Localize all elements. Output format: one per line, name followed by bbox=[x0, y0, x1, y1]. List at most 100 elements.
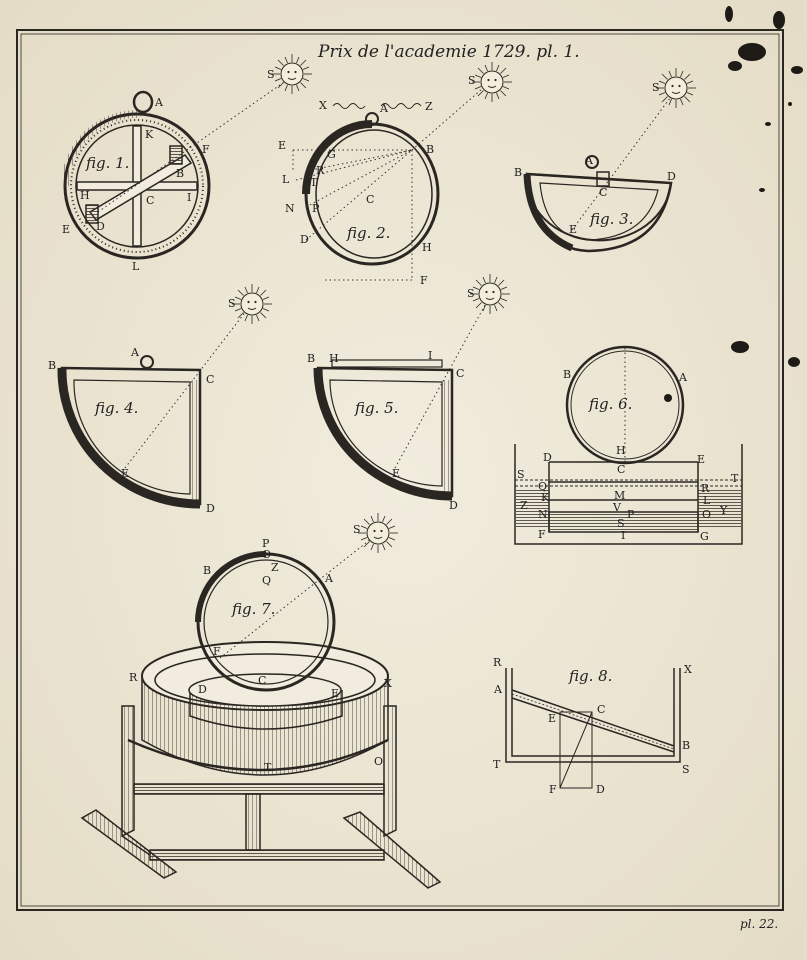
fig1-label-I: I bbox=[187, 191, 191, 204]
plate-title: Prix de l'academie 1729. pl. 1. bbox=[317, 42, 580, 62]
fig3-caption: fig. 3. bbox=[589, 210, 633, 228]
fig6-label-R: R bbox=[701, 482, 710, 495]
fig2-label-F: F bbox=[420, 274, 428, 287]
fig7-label-Z: Z bbox=[271, 561, 279, 574]
fig6-label-C: C bbox=[617, 463, 625, 476]
fig2-label-G: G bbox=[327, 148, 336, 161]
fig7-label-O: O bbox=[262, 548, 271, 561]
fig1-label-L: L bbox=[132, 260, 140, 273]
fig2-ring-instrument: S X A Z E G B L R T C N P D H F fig. 2. bbox=[278, 61, 513, 287]
fig2-label-C: C bbox=[366, 193, 374, 206]
fig2-label-A: A bbox=[379, 102, 389, 115]
fig6-label-F: F bbox=[538, 528, 546, 541]
fig2-label-X: X bbox=[319, 99, 327, 112]
fig3-label-E: E bbox=[569, 223, 577, 236]
fig2-label-H: H bbox=[422, 241, 432, 254]
fig4-label-D: D bbox=[206, 502, 215, 515]
fig3-label-S: S bbox=[652, 81, 660, 94]
fig1-cross-bars bbox=[76, 125, 198, 247]
fig6-label-P: P bbox=[627, 508, 635, 521]
fig4-quadrant-instrument: S A B C E D fig. 4. bbox=[48, 283, 273, 515]
fig4-sun-icon bbox=[231, 283, 273, 325]
fig2-suspension-ring bbox=[365, 112, 379, 126]
fig4-label-B: B bbox=[48, 359, 56, 372]
fig8-label-R: R bbox=[493, 656, 502, 669]
fig8-label-A: A bbox=[493, 683, 503, 696]
fig5-caption: fig. 5. bbox=[354, 399, 398, 417]
fig2-label-B: B bbox=[426, 143, 434, 156]
fig3-label-D: D bbox=[667, 170, 676, 183]
fig6-label-K: K bbox=[541, 491, 550, 504]
fig2-label-R: R bbox=[316, 164, 325, 177]
fig1-label-C: C bbox=[146, 194, 154, 207]
fig2-label-S: S bbox=[468, 74, 476, 87]
fig2-label-L: L bbox=[282, 173, 290, 186]
fig3-label-C: C bbox=[599, 186, 607, 199]
fig1-label-F: F bbox=[202, 143, 210, 156]
fig8-caption: fig. 8. bbox=[568, 667, 612, 685]
fig4-label-C: C bbox=[206, 373, 214, 386]
fig8-label-E: E bbox=[548, 712, 556, 725]
fig1-suspension-ring bbox=[132, 90, 154, 114]
fig7-label-A: A bbox=[324, 572, 334, 585]
fig7-label-X: X bbox=[384, 677, 392, 690]
fig5-label-S: S bbox=[467, 287, 475, 300]
fig5-sun-icon bbox=[469, 273, 511, 315]
fig5-quadrant-instrument: S B H I C E D fig. 5. bbox=[307, 273, 511, 512]
fig7-label-Q: Q bbox=[262, 574, 271, 587]
fig6-label-S: S bbox=[517, 468, 525, 481]
fig6-label-H: H bbox=[616, 444, 626, 457]
fig5-label-I: I bbox=[428, 349, 432, 362]
fig5-label-C: C bbox=[456, 367, 464, 380]
fig5-sight-bar bbox=[331, 359, 443, 368]
fig6-label-D: D bbox=[543, 451, 552, 464]
fig7-sun-icon bbox=[357, 512, 399, 554]
fig6-caption: fig. 6. bbox=[588, 395, 632, 413]
fig7-basin bbox=[127, 641, 389, 776]
fig7-label-R: R bbox=[129, 671, 138, 684]
fig1-ring bbox=[61, 110, 211, 260]
fig8-label-S: S bbox=[682, 763, 690, 776]
fig6-label-B: B bbox=[563, 368, 571, 381]
fig8-tank-diagram: R X A E C B T S F D fig. 8. bbox=[493, 656, 692, 796]
fig8-label-F: F bbox=[549, 783, 557, 796]
fig1-label-H: H bbox=[80, 189, 90, 202]
fig8-label-T: T bbox=[493, 758, 501, 771]
fig7-label-B: B bbox=[203, 564, 211, 577]
fig3-semicircle-instrument: S A B D C E fig. 3. bbox=[514, 67, 697, 253]
fig8-label-X: X bbox=[684, 663, 692, 676]
fig2-string bbox=[332, 103, 422, 109]
fig2-caption: fig. 2. bbox=[346, 224, 390, 242]
fig6-label-I: I bbox=[621, 529, 625, 542]
fig1-label-D: D bbox=[96, 220, 105, 233]
fig6-label-A: A bbox=[678, 371, 688, 384]
plate-page-number: pl. 22. bbox=[740, 917, 778, 931]
fig6-tank bbox=[514, 444, 743, 545]
fig7-label-F: F bbox=[213, 645, 221, 658]
fig3-label-B: B bbox=[514, 166, 522, 179]
fig2-label-P: P bbox=[312, 202, 320, 215]
fig6-label-O: O bbox=[702, 508, 711, 521]
fig1-label-A: A bbox=[154, 96, 164, 109]
fig7-label-O2: O bbox=[374, 755, 383, 768]
fig6-label-L: L bbox=[703, 494, 711, 507]
fig1-label-E: E bbox=[62, 223, 70, 236]
fig2-label-T: T bbox=[310, 176, 318, 189]
plate-border-inner bbox=[20, 33, 780, 907]
fig5-label-E: E bbox=[392, 467, 400, 480]
fig2-label-E: E bbox=[278, 139, 286, 152]
fig6-label-N: N bbox=[538, 508, 548, 521]
fig2-label-Z: Z bbox=[425, 100, 433, 113]
fig7-label-P: P bbox=[262, 537, 270, 550]
fig6-label-T: T bbox=[731, 472, 739, 485]
fig4-label-A: A bbox=[130, 346, 140, 359]
fig1-label-K: K bbox=[145, 128, 154, 141]
fig6-label-S2: S bbox=[617, 517, 625, 530]
fig2-label-D: D bbox=[300, 233, 309, 246]
fig6-label-Z: Z bbox=[520, 499, 528, 512]
fig6-label-G: G bbox=[700, 530, 709, 543]
fig3-inner-edge bbox=[539, 182, 659, 241]
fig4-caption: fig. 4. bbox=[94, 399, 138, 417]
fig5-label-H: H bbox=[329, 352, 339, 365]
